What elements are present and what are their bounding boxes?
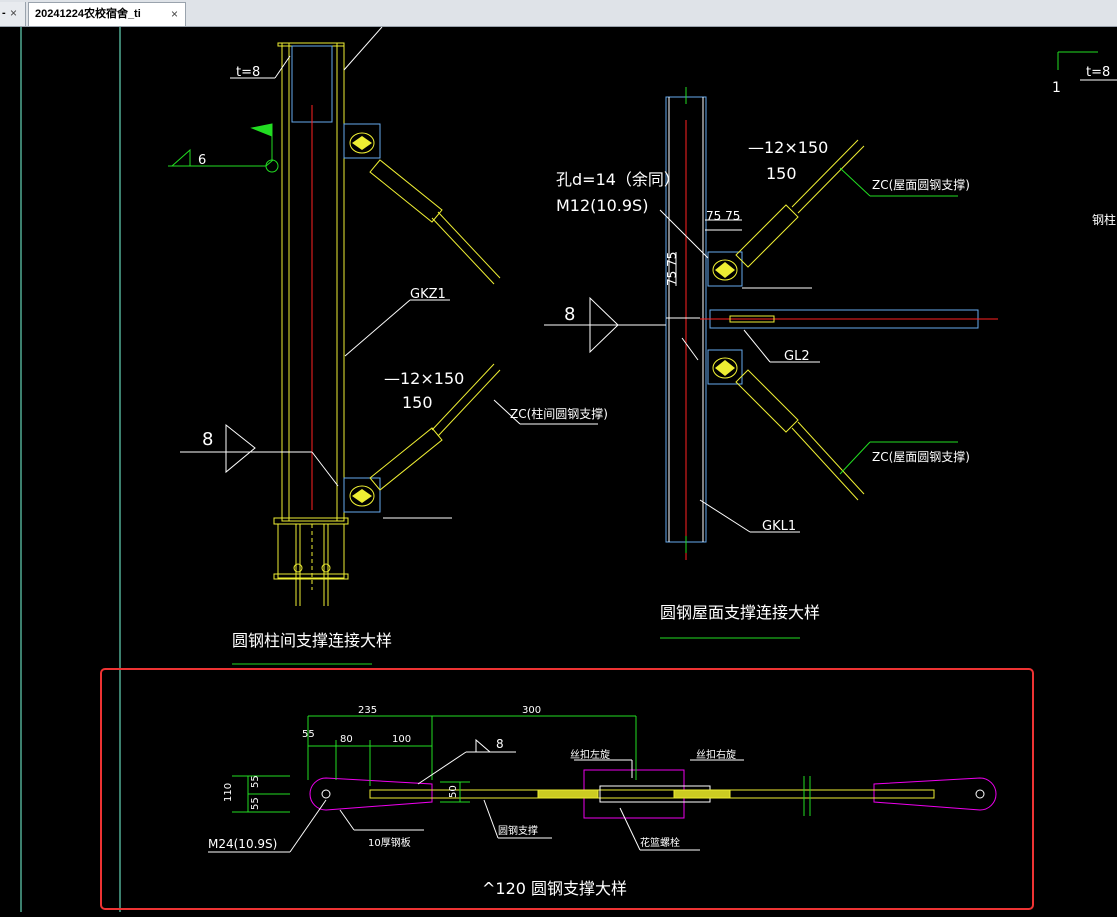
dimension-label: 100: [392, 734, 411, 745]
dimension-label: 235: [358, 705, 377, 716]
leader-weld-6: [168, 123, 279, 173]
brace-label: ZC(柱间圆钢支撑): [510, 406, 608, 421]
tab-drawing[interactable]: 20241224农校宿舍_ti ×: [28, 2, 186, 26]
plate-label: 10厚钢板: [368, 836, 411, 849]
plate-width-label: 150: [766, 164, 797, 183]
tab-label: 20241224农校宿舍_ti: [35, 8, 141, 20]
detail-title: 圆钢柱间支撑连接大样: [232, 631, 392, 650]
bolt-holes: [321, 789, 985, 799]
column-label: GKZ1: [410, 287, 446, 302]
dimension-label: 50: [448, 785, 459, 798]
thread-label: 丝扣左旋: [570, 748, 610, 761]
beam-label: GL2: [784, 349, 810, 364]
dimension-label: 55: [250, 797, 261, 810]
close-icon[interactable]: ×: [10, 6, 18, 20]
plate-width-label: 150: [402, 393, 433, 412]
column-text: 钢柱: [1092, 212, 1116, 227]
cad-drawing: t=8 6 GKZ1 —12×150 150 ZC(柱间圆钢支撑) 8 圆钢柱间…: [20, 26, 1117, 912]
highlight-box: [100, 668, 1034, 910]
dimension-label: 75 75: [706, 209, 740, 223]
plate-thickness-label: t=8: [1086, 65, 1110, 80]
weld-size-label: 8: [202, 429, 213, 450]
detail-title: 圆钢屋面支撑连接大样: [660, 603, 820, 622]
bolt-label: M24(10.9S): [208, 837, 277, 851]
dimension-label: 110: [223, 783, 234, 802]
dimension-label: 300: [522, 705, 541, 716]
plate-size-label: —12×150: [748, 138, 828, 157]
weld-size-label: 8: [564, 304, 575, 325]
rod-label: 圆钢支撑: [498, 824, 538, 837]
drawing-canvas[interactable]: t=8 6 GKZ1 —12×150 150 ZC(柱间圆钢支撑) 8 圆钢柱间…: [0, 26, 1117, 912]
weld-symbol: [225, 423, 256, 474]
leaders-middle: [544, 209, 820, 533]
dimension-label: 55: [302, 729, 315, 740]
column-brace-detail: [180, 26, 598, 606]
roof-brace-rods: [735, 139, 865, 501]
weld-symbol: [589, 296, 619, 354]
weld-symbol: [475, 738, 492, 753]
close-icon[interactable]: ×: [171, 7, 179, 21]
tab-bar: - × 20241224农校宿舍_ti ×: [0, 0, 1117, 27]
thread-label: 丝扣右旋: [696, 748, 736, 761]
beam-label: GKL1: [762, 519, 796, 534]
weld-size-label: 8: [496, 737, 504, 751]
plate-thickness-label: t=8: [236, 65, 260, 80]
detail-title: ^120 圆钢支撑大样: [482, 879, 627, 898]
dimension-label: 80: [340, 734, 353, 745]
detail-number: 1: [1052, 80, 1061, 96]
bottom-leaders: [208, 751, 744, 853]
weld-size-label: 6: [198, 153, 206, 168]
dimension-label: 55: [250, 775, 261, 788]
dimension-lines: [232, 715, 637, 813]
tab-label: -: [2, 7, 6, 19]
turnbuckle-label: 花篮螺栓: [640, 836, 680, 849]
plate-size-label: —12×150: [384, 369, 464, 388]
brace-label: ZC(屋面圆钢支撑): [872, 449, 970, 464]
bolt-label: M12(10.9S): [556, 196, 648, 215]
roof-brace-detail: [665, 87, 998, 560]
rod-brace-detail: [309, 769, 997, 819]
tab-previous[interactable]: - ×: [0, 2, 26, 26]
right-detail: [1057, 51, 1117, 81]
hole-label: 孔d=14（余同）: [556, 170, 680, 189]
dimension-label: 75 75: [665, 252, 679, 286]
rod: [369, 776, 935, 816]
brace-label: ZC(屋面圆钢支撑): [872, 177, 970, 192]
leaders-green: [839, 167, 958, 475]
